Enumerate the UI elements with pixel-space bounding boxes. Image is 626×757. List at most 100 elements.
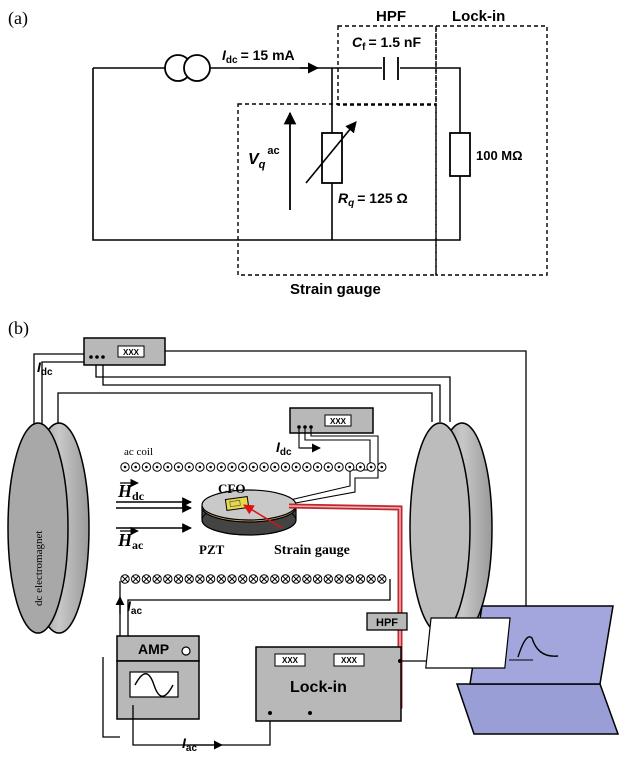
coil-dot-mark [380,465,384,469]
strain-gauge-box [237,103,437,276]
coil-cross-mark [153,575,161,583]
lockin-display-2: XXX [341,656,358,665]
coil-cross-mark [303,575,311,583]
dc-current-source: XXX [83,337,166,366]
lockin-input-resistor [449,132,471,177]
iac-bottom-label: Iac [182,735,197,754]
coil-cross-mark [378,575,386,583]
strain-gauge-sample-label: Strain gauge [274,543,350,558]
coil-cross-mark [228,575,236,583]
coil-cross-mark [196,575,204,583]
coil-dot-mark [262,465,266,469]
coil-dot-mark [327,465,330,469]
coil-cross-mark [314,575,321,583]
hpf-label-b: HPF [376,617,398,629]
coil-dot-mark [220,465,223,469]
coil-dot-mark [134,465,137,469]
coil-cross-mark [324,575,332,583]
pzt-label: PZT [199,542,225,557]
svg-text:Hac: Hac [117,530,144,552]
resistor-100m-label: 100 MΩ [476,148,523,163]
hpf-title: HPF [376,8,406,25]
coil-dot-mark [369,465,373,469]
coil-cross-mark [239,575,247,583]
coil-dot-mark [187,465,191,469]
coil-dot-mark [316,465,319,469]
lockin-box [435,25,548,276]
coil-cross-mark [260,575,268,583]
coil-cross-mark [164,575,172,583]
strain-gauge-resistor [305,121,357,184]
coil-cross-mark [282,575,289,583]
amp-label: AMP [138,641,169,657]
idc-right-label: Idc [276,439,292,458]
ac-coil-label: ac coil [124,446,153,458]
hpf-box [337,25,437,106]
cfo-label: CFO [218,481,245,496]
coil-cross-mark [357,575,364,583]
lockin-amplifier: XXX XXX Lock-in [255,646,402,722]
circuit-wires [92,67,461,241]
coil-dot-mark [145,465,148,469]
coil-cross-mark [207,575,214,583]
coil-cross-mark [250,575,257,583]
rq-label: Rq= 125 Ω [338,190,408,209]
lockin-label-b: Lock-in [290,679,347,696]
coil-cross-mark [175,575,182,583]
coil-cross-mark [271,575,279,583]
ac-coil-bottom-row [120,574,387,584]
panel-a-label: (a) [8,8,28,29]
coil-dot-mark [155,465,159,469]
capacitor-cf [383,57,399,80]
dc-current-wires [33,350,527,610]
panel-b: (b) XXX Idc dc electromagnet [7,318,620,754]
coil-cross-mark [143,575,150,583]
laptop-screen-plot-icon [517,636,559,658]
coil-dot-mark [230,465,234,469]
coil-dot-mark [284,465,287,469]
electromagnet-left: dc electromagnet [7,422,90,634]
coil-dot-mark [305,465,309,469]
field-arrows [116,497,192,533]
coil-dot-mark [198,465,202,469]
function-generator [116,660,200,720]
current-source-symbol [164,54,211,82]
strain-gauge-caption: Strain gauge [290,281,381,298]
coil-cross-mark [132,575,140,583]
h-dc-label: Hdc [117,478,145,503]
coil-dot-mark [252,465,255,469]
coil-cross-mark [121,575,129,583]
hpf-box-b: HPF [366,612,408,631]
idc-left-label: Idc [37,359,53,378]
coil-cross-mark [335,575,343,583]
laptop-computer [425,605,620,735]
lockin-display-1: XXX [282,656,299,665]
strain-gauge-pointer [243,504,283,529]
coil-cross-mark [217,575,225,583]
svg-text:Hdc: Hdc [117,481,145,503]
coil-dot-mark [294,465,298,469]
iac-top-label: Iac [127,598,142,617]
coil-dot-mark [359,465,362,469]
source-display-text: XXX [123,348,140,357]
coil-dot-mark [209,465,212,469]
coil-dot-mark [241,465,244,469]
idc-label: Idc= 15 mA [222,47,295,66]
coil-dot-mark [166,465,170,469]
h-ac-label: Hac [117,526,144,552]
coil-dot-mark [337,465,341,469]
cf-label: Cf= 1.5 nF [352,34,421,53]
coil-cross-mark [367,575,375,583]
coil-cross-mark [292,575,300,583]
coil-dot-mark [273,465,277,469]
electromagnet-right [409,422,493,634]
lockin-title: Lock-in [452,8,505,25]
panel-b-label: (b) [8,318,29,339]
coil-dot-mark [123,465,127,469]
coil-dot-mark [177,465,180,469]
electromagnet-label: dc electromagnet [33,531,45,606]
dashed-regions [237,25,548,276]
coil-cross-mark [185,575,193,583]
panel-a: (a) [8,8,548,298]
